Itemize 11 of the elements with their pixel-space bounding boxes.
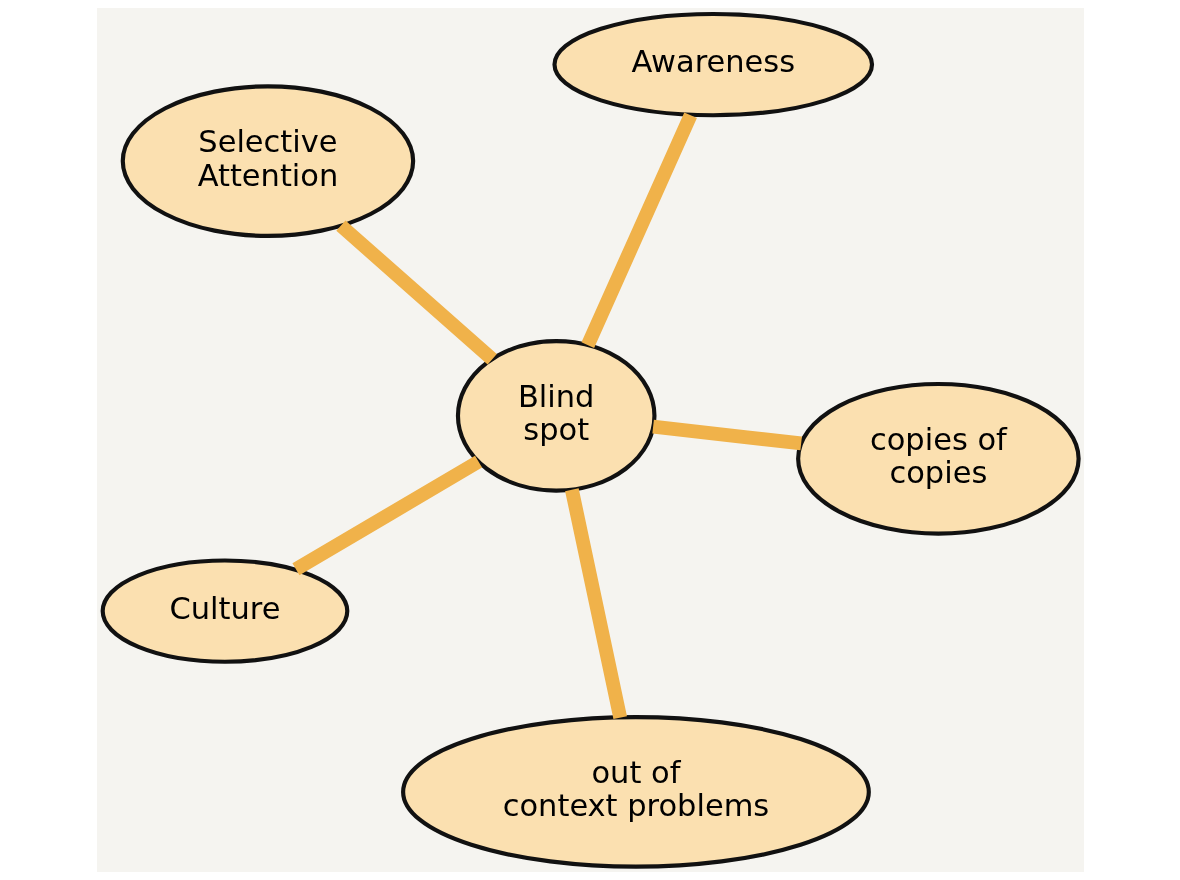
node-ellipse: Blind spot xyxy=(455,339,657,493)
connector xyxy=(651,419,802,451)
connector xyxy=(335,220,497,365)
node-ellipse: Selective Attention xyxy=(120,84,415,238)
node-ellipse: out of context problems xyxy=(400,715,871,869)
node-ellipse: Awareness xyxy=(551,11,874,118)
node-ellipse: copies of copies xyxy=(795,381,1081,536)
connector xyxy=(564,488,627,719)
node-ellipse: Culture xyxy=(100,558,349,664)
connector xyxy=(291,455,482,576)
connector xyxy=(580,112,697,348)
